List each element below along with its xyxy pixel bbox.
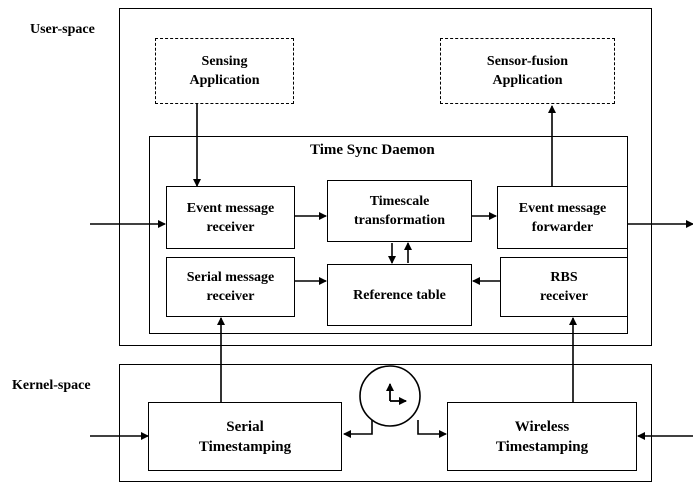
sensing-app-line2: Application — [189, 73, 260, 88]
serial-message-receiver-block: Serial message receiver — [166, 257, 295, 317]
serial-ts-line1: Serial — [226, 418, 264, 435]
reference-table-label: Reference table — [353, 287, 446, 303]
sensor-fusion-application-block: Sensor-fusion Application — [440, 38, 615, 104]
fusion-app-line1: Sensor-fusion — [486, 54, 569, 69]
kernel-space-label: Kernel-space — [12, 378, 91, 393]
time-sync-daemon-title: Time Sync Daemon — [310, 142, 435, 158]
wireless-ts-line2: Timestamping — [495, 438, 589, 455]
rbs-receiver-line2: receiver — [540, 289, 588, 304]
timescale-line2: transformation — [354, 213, 445, 228]
serial-ts-line2: Timestamping — [198, 438, 292, 455]
arrow-clock-to-wirelessts — [417, 420, 447, 438]
event-message-forwarder-block: Event message forwarder — [497, 186, 628, 249]
forwarder-line1: Event message — [518, 200, 607, 216]
forwarder-line2: forwarder — [531, 219, 594, 235]
timescale-line1: Timescale — [369, 194, 430, 209]
wireless-timestamping-block: Wireless Timestamping — [447, 402, 637, 471]
kernel-space-region — [119, 364, 652, 482]
sensing-app-line1: Sensing — [201, 54, 248, 69]
event-receiver-line2: receiver — [206, 219, 255, 235]
arrow-clock-to-serialts — [343, 420, 373, 438]
event-message-receiver-block: Event message receiver — [166, 186, 295, 249]
sensing-application-block: Sensing Application — [155, 38, 294, 104]
clock-icon — [359, 365, 421, 427]
serial-receiver-line1: Serial message — [186, 270, 275, 285]
event-receiver-line1: Event message — [186, 200, 275, 216]
user-space-region — [119, 8, 652, 346]
fusion-app-line2: Application — [492, 73, 563, 88]
serial-timestamping-block: Serial Timestamping — [148, 402, 342, 471]
rbs-receiver-block: RBS receiver — [500, 257, 628, 317]
reference-table-block: Reference table — [327, 264, 472, 326]
timescale-transformation-block: Timescale transformation — [327, 180, 472, 242]
wireless-ts-line1: Wireless — [514, 418, 570, 435]
rbs-receiver-line1: RBS — [550, 270, 578, 285]
user-space-label: User-space — [30, 22, 95, 37]
serial-receiver-line2: receiver — [206, 289, 255, 304]
